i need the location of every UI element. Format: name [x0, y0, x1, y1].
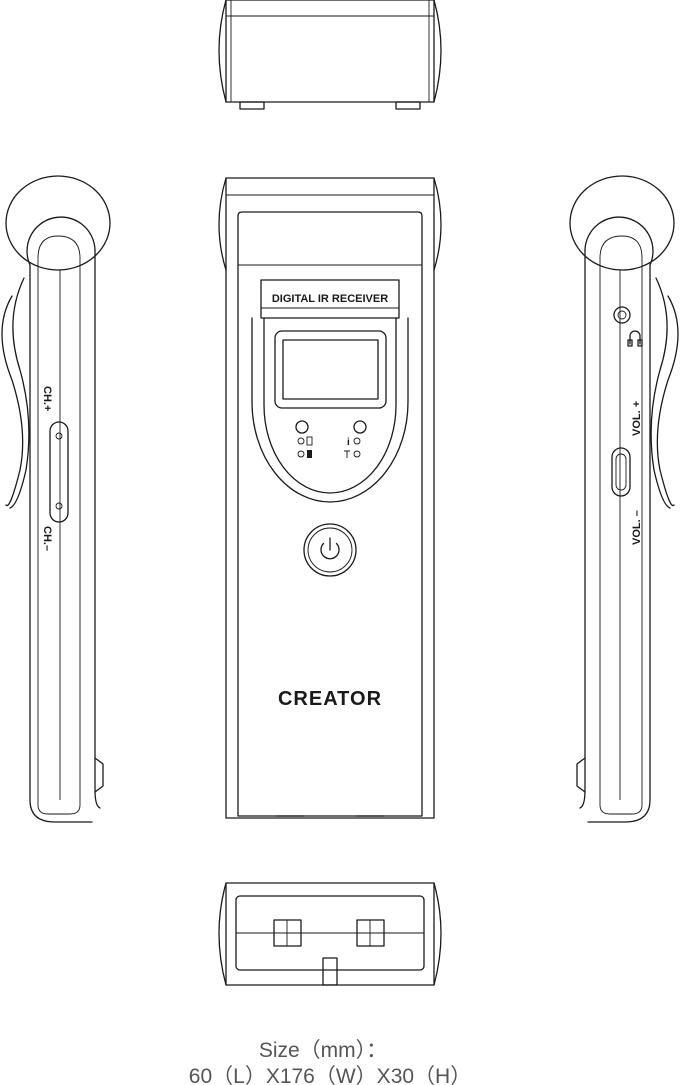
right-side-view: VOL. + VOL. –: [569, 175, 679, 823]
front-view: DIGITAL IR RECEIVER i CREATO: [218, 177, 442, 819]
signal-icon: [344, 450, 350, 458]
headphone-jack[interactable]: [613, 306, 631, 324]
left-side-view: CH.+ CH.–: [1, 175, 111, 823]
signal-status-indicators: i: [344, 437, 361, 458]
battery-icon: [306, 436, 313, 446]
volume-down-label: VOL. –: [631, 510, 643, 545]
volume-up-label: VOL. +: [631, 401, 643, 436]
channel-down-label: CH.–: [41, 526, 53, 551]
channel-rocker[interactable]: [49, 421, 69, 523]
battery-charging-icon: [307, 450, 312, 458]
power-button[interactable]: [303, 523, 357, 577]
size-caption-title: Size（mm）：: [259, 1039, 387, 1062]
power-icon: [320, 542, 340, 560]
info-icon: i: [347, 437, 350, 448]
brand-logo: CREATOR: [278, 688, 382, 710]
size-caption-dimensions: 60（L）X176（W）X30（H）: [189, 1065, 471, 1085]
headphone-icon: [627, 330, 643, 347]
top-view: [218, 0, 442, 110]
bottom-view: [218, 882, 442, 986]
battery-status-indicators: [297, 436, 313, 458]
panel-label: DIGITAL IR RECEIVER: [272, 293, 388, 305]
volume-wheel[interactable]: [611, 447, 631, 497]
channel-up-label: CH.+: [41, 386, 53, 411]
